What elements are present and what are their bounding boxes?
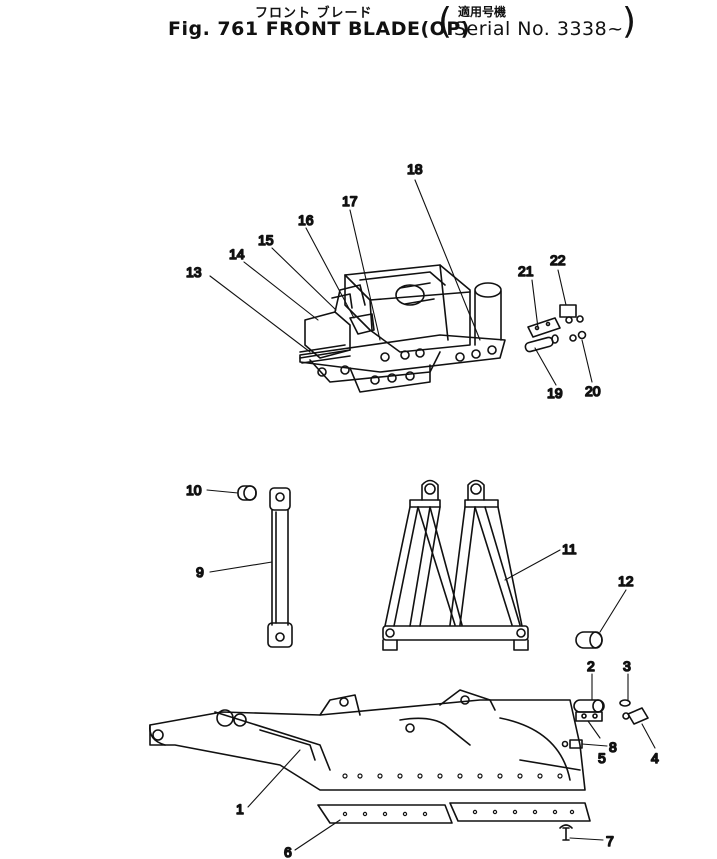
callout-15: 15 (258, 232, 274, 248)
close-paren: ) (622, 1, 637, 42)
callout-6: 6 (284, 844, 292, 859)
callout-19: 19 (547, 385, 563, 401)
callout-5: 5 (598, 750, 606, 766)
callout-22: 22 (550, 252, 566, 268)
callout-16: 16 (298, 212, 314, 228)
callout-10: 10 (186, 482, 202, 498)
serial-heading-japanese: 適用号機 (458, 5, 507, 19)
part-9-strut (267, 487, 293, 648)
callout-9: 9 (196, 564, 204, 580)
callout-8: 8 (609, 739, 617, 755)
part-10-pin (237, 485, 257, 501)
callout-4: 4 (651, 750, 659, 766)
callout-14: 14 (229, 246, 245, 262)
part-11-frame (382, 479, 529, 651)
callout-21: 21 (518, 263, 534, 279)
open-paren: ( (438, 1, 453, 42)
callout-12: 12 (618, 573, 634, 589)
part-1-blade (148, 689, 586, 791)
figure-title-japanese: フロント ブレード (255, 6, 373, 21)
small-parts (559, 699, 649, 841)
callout-3: 3 (623, 658, 631, 674)
part-6-cutting-edge (317, 802, 591, 824)
callout-20: 20 (585, 383, 601, 399)
assembled-blade-view (299, 264, 506, 393)
callout-2: 2 (587, 658, 595, 674)
leader-lines (206, 179, 656, 851)
serial-range: Serial No. 3338~ (454, 18, 624, 40)
hinge-detail (524, 304, 587, 353)
callout-1: 1 (236, 801, 244, 817)
callout-numbers: 1 2 3 4 5 6 7 8 9 10 11 12 13 14 15 16 1… (185, 160, 660, 859)
callout-13: 13 (186, 264, 202, 280)
callout-18: 18 (407, 161, 423, 177)
part-12-bushing (575, 631, 603, 649)
callout-7: 7 (606, 833, 614, 849)
figure-title: Fig. 761 FRONT BLADE(OP) (168, 18, 470, 40)
callout-17: 17 (342, 193, 358, 209)
callout-11: 11 (562, 541, 577, 557)
